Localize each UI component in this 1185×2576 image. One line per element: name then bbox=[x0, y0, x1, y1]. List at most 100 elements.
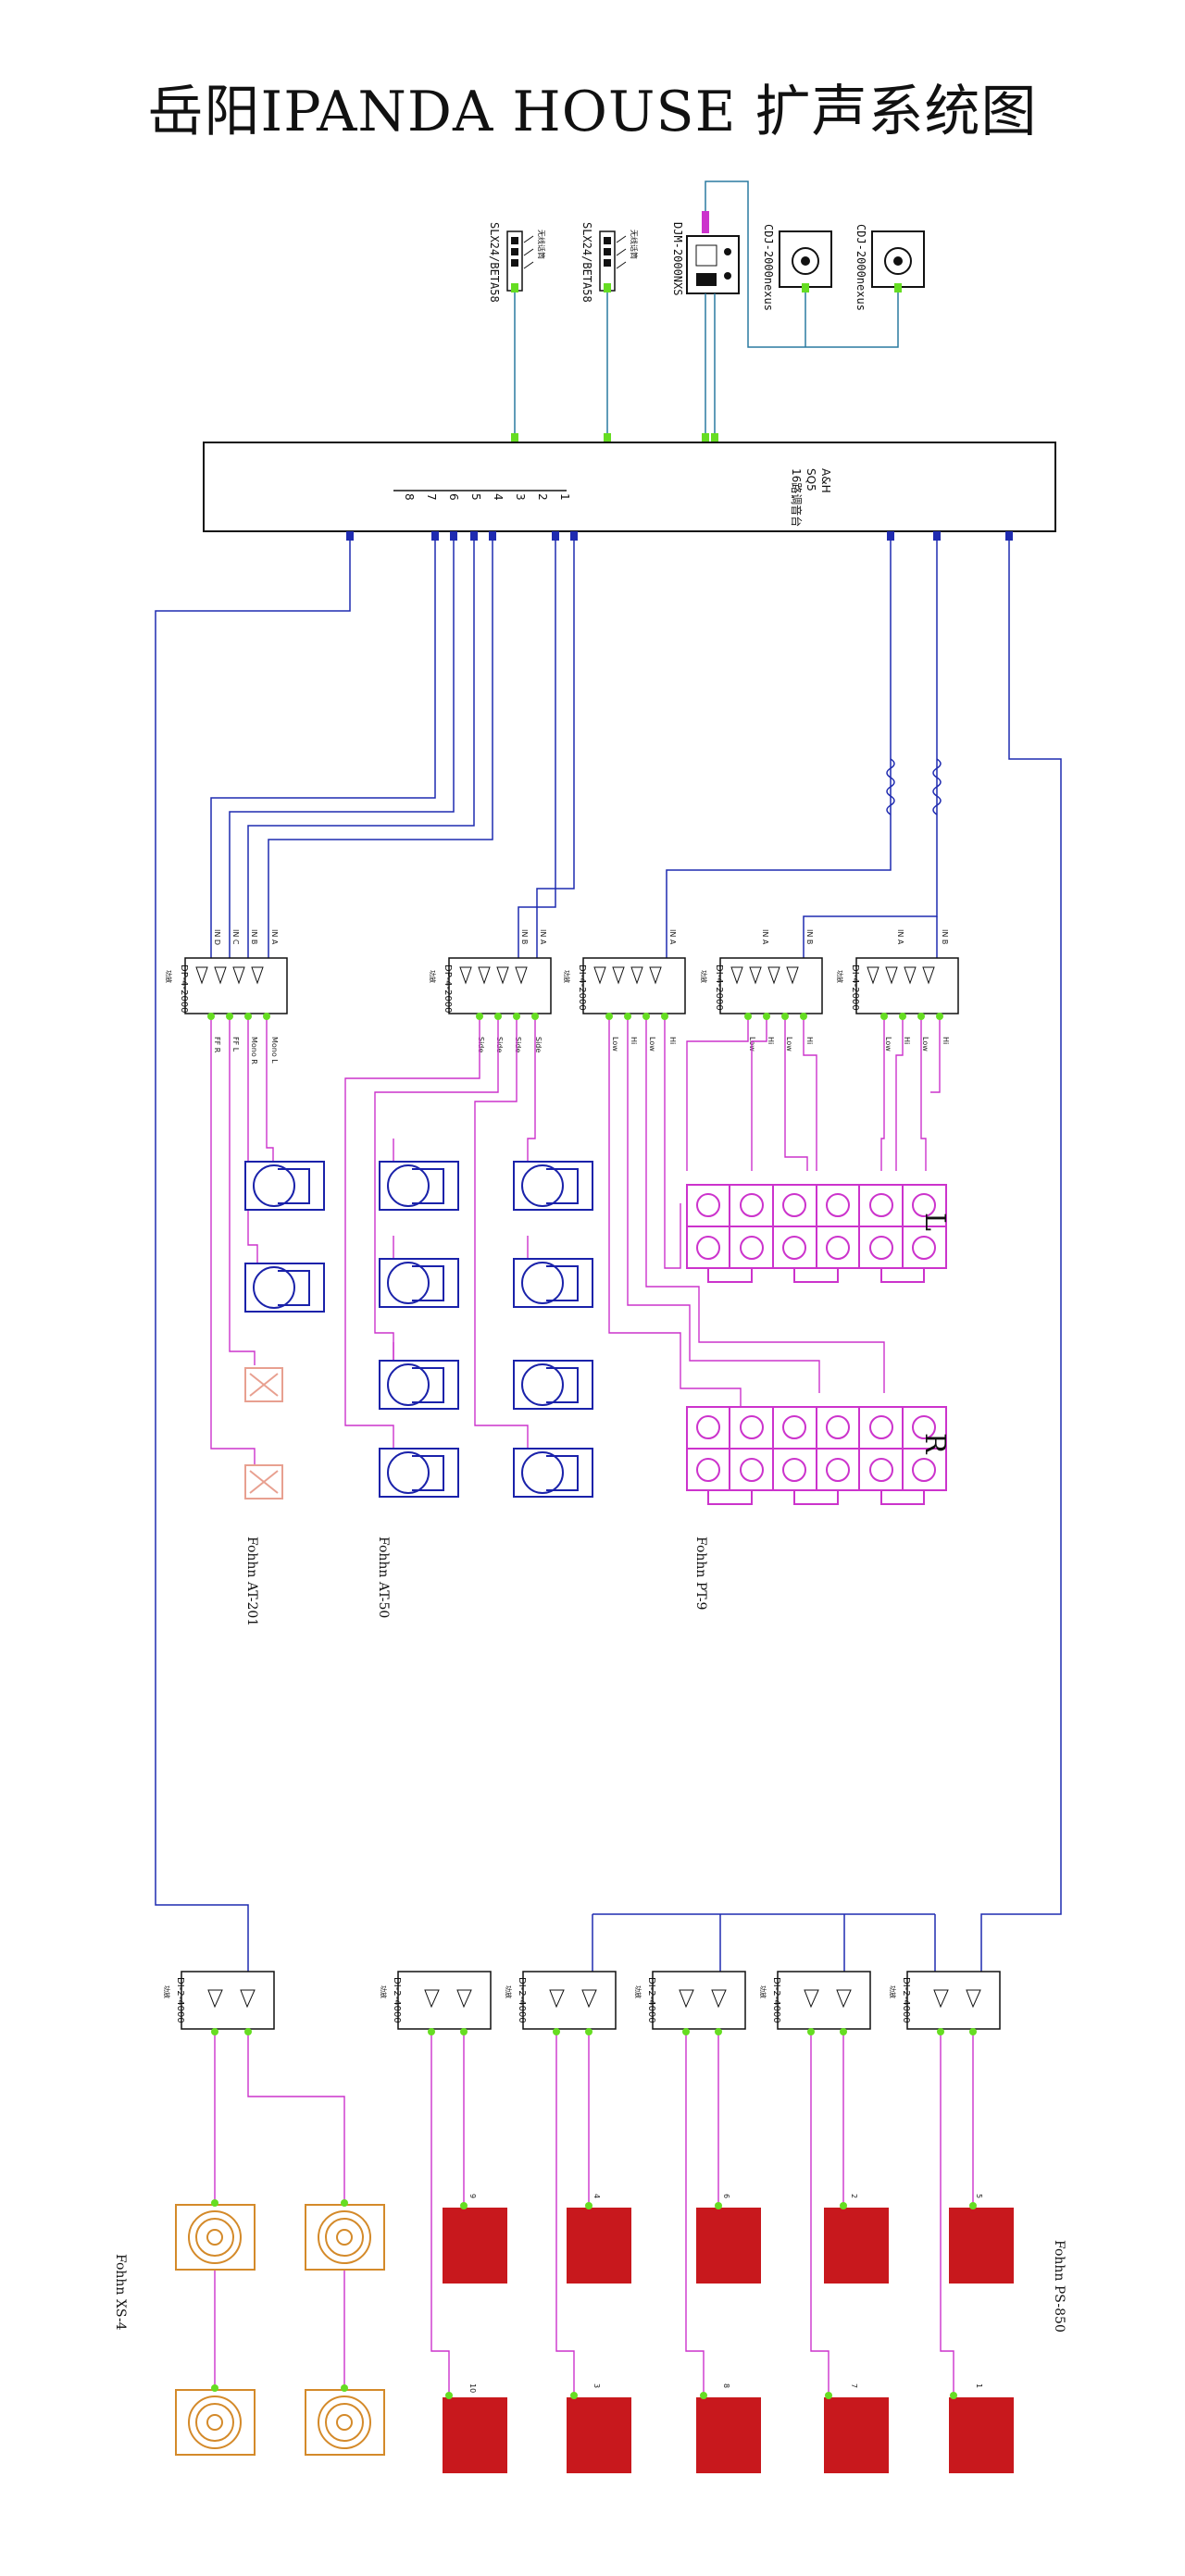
pt2-out-2: Side bbox=[495, 1037, 504, 1052]
processor-top-2-model: DP-4-2000 bbox=[443, 964, 453, 1014]
pb6-model: DI-2-4000 bbox=[901, 1977, 911, 2023]
pt3-in-a: IN A bbox=[668, 929, 677, 945]
speaker-lines bbox=[210, 1014, 941, 1472]
label-at201: Fohhn AT-201 bbox=[244, 1537, 259, 1626]
sub-num-8: 8 bbox=[722, 2383, 730, 2388]
pb1-model: DI-2-4000 bbox=[175, 1977, 185, 2023]
at201-speaker bbox=[244, 1367, 283, 1402]
wireless-mic-2: SLX24/BETA58 无线话筒 bbox=[580, 222, 639, 303]
ps850-sub bbox=[949, 2397, 1014, 2473]
xs4-speaker bbox=[305, 2204, 385, 2271]
wireless-mic-1: SLX24/BETA58 无线话筒 bbox=[488, 222, 546, 303]
label-pt9: Fohhn PT-9 bbox=[693, 1537, 708, 1610]
source-model-5: CDJ-2000nexus bbox=[854, 224, 867, 311]
source-connectors bbox=[511, 283, 902, 442]
pt2-out-4: Side bbox=[534, 1037, 543, 1052]
sub-num-9: 7 bbox=[850, 2383, 858, 2388]
pt4-in-b: IN B bbox=[805, 929, 814, 944]
pb1-tag: 功放 bbox=[163, 1985, 171, 1998]
page-title: 岳阳IPANDA HOUSE 扩声系统图 bbox=[147, 80, 1038, 144]
label-at50: Fohhn AT-50 bbox=[376, 1537, 391, 1618]
console-out-2: 2 bbox=[536, 493, 549, 501]
pt4-in-a: IN A bbox=[761, 929, 769, 945]
pt9-array-right bbox=[686, 1406, 947, 1505]
pt3-out-2: Hi bbox=[630, 1037, 638, 1044]
processor-top-1-labels: IN D IN C IN B IN A FF R FF L Mono R Mon… bbox=[213, 929, 279, 1064]
processor-bottom-6: DI-2-4000 功放 bbox=[889, 1971, 1001, 2030]
ps850-subwoofers bbox=[443, 2208, 1014, 2473]
pb5-tag: 功放 bbox=[759, 1985, 767, 1998]
xs4-speaker bbox=[305, 2389, 385, 2456]
processor-top-3: DI-4-2000 功放 bbox=[563, 957, 686, 1014]
pb3-tag: 功放 bbox=[505, 1985, 513, 1998]
console-out-1: 1 bbox=[558, 493, 571, 501]
pt1-in-a: IN A bbox=[270, 929, 279, 945]
pt1-out-2: FF L bbox=[231, 1037, 240, 1052]
processor-top-5-model: DI-4-2000 bbox=[850, 964, 860, 1011]
pb3-model: DI-2-4000 bbox=[517, 1977, 527, 2023]
pt2-in-b: IN B bbox=[520, 929, 529, 944]
processor-top-4-model: DI-4-2000 bbox=[714, 964, 724, 1011]
console-model: SQ5 bbox=[805, 468, 817, 492]
pt5-out-3: Low bbox=[921, 1037, 929, 1052]
source-model-3: DJM-2000NXS bbox=[671, 222, 684, 295]
pb6-tag: 功放 bbox=[889, 1985, 897, 1998]
console-desc: 16路调音台 bbox=[790, 468, 804, 527]
processor-top-3-tag: 功放 bbox=[563, 970, 571, 983]
processor-top-5-tag: 功放 bbox=[836, 970, 844, 983]
at50-speaker bbox=[379, 1161, 459, 1211]
processor-top-4: DI-4-2000 功放 bbox=[700, 957, 823, 1014]
console-brand: A&H bbox=[819, 468, 832, 493]
at50-column-2 bbox=[379, 1161, 459, 1498]
processor-bottom-1: DI-2-4000 功放 bbox=[163, 1971, 275, 2030]
sub-num-5: 5 bbox=[975, 2194, 983, 2198]
pt1-out-3: Mono R bbox=[250, 1037, 258, 1064]
xs4-speakers bbox=[175, 2204, 385, 2456]
pt2-out-1: Side bbox=[477, 1037, 485, 1052]
pt5-in-b: IN B bbox=[941, 929, 949, 944]
ps850-sub bbox=[443, 2208, 507, 2284]
processor-top-1-model: DP-4-2000 bbox=[179, 964, 189, 1014]
label-xs4: Fohhn XS-4 bbox=[113, 2254, 128, 2331]
pt3-out-4: Hi bbox=[668, 1037, 677, 1044]
processor-top-1-tag: 功放 bbox=[165, 970, 173, 983]
processor-top-5: DI-4-2000 功放 bbox=[836, 957, 959, 1014]
signal-lines bbox=[155, 535, 1062, 1972]
pt9-array-left bbox=[686, 1184, 947, 1283]
source-model-4: CDJ-2000nexus bbox=[762, 224, 775, 311]
sub-num-4: 2 bbox=[850, 2194, 858, 2198]
pt3-out-1: Low bbox=[611, 1037, 619, 1052]
processor-bottom-2: DI-2-4000 功放 bbox=[380, 1971, 492, 2030]
cdj-player-1: CDJ-2000nexus bbox=[762, 224, 832, 311]
processor-bottom-4: DI-2-4000 功放 bbox=[634, 1971, 746, 2030]
dj-mixer: DJM-2000NXS bbox=[671, 211, 740, 295]
console-out-3: 3 bbox=[514, 493, 527, 501]
pb4-model: DI-2-4000 bbox=[646, 1977, 656, 2023]
pt1-out-4: Mono L bbox=[270, 1037, 279, 1064]
processor-bottom-3: DI-2-4000 功放 bbox=[505, 1971, 617, 2030]
console-out-6: 6 bbox=[447, 493, 460, 501]
pt2-out-3: Side bbox=[514, 1037, 522, 1052]
pt4-out-2: Hi bbox=[767, 1037, 775, 1044]
xs4-speaker bbox=[175, 2389, 256, 2456]
console-out-7: 7 bbox=[425, 493, 438, 501]
at50-speaker bbox=[379, 1448, 459, 1498]
source-model-2: SLX24/BETA58 bbox=[580, 222, 593, 303]
processor-bottom-5: DI-2-4000 功放 bbox=[759, 1971, 871, 2030]
ps850-sub bbox=[696, 2208, 761, 2284]
ps850-sub bbox=[696, 2397, 761, 2473]
at50-speaker bbox=[513, 1448, 593, 1498]
sub-num-10: 1 bbox=[975, 2383, 983, 2388]
sub-num-7: 3 bbox=[592, 2383, 601, 2388]
source-model-1: SLX24/BETA58 bbox=[488, 222, 501, 303]
pt1-out-1: FF R bbox=[213, 1037, 221, 1053]
sub-num-3: 6 bbox=[722, 2194, 730, 2198]
array-label-right: R bbox=[918, 1433, 951, 1455]
source-tag-1: 无线话筒 bbox=[537, 230, 546, 259]
at50-speaker bbox=[244, 1263, 325, 1313]
speaker-connectors bbox=[207, 1013, 977, 2399]
at50-column-1 bbox=[244, 1161, 325, 1313]
sub-speaker-lines bbox=[214, 2029, 974, 2397]
at50-speaker bbox=[513, 1258, 593, 1308]
